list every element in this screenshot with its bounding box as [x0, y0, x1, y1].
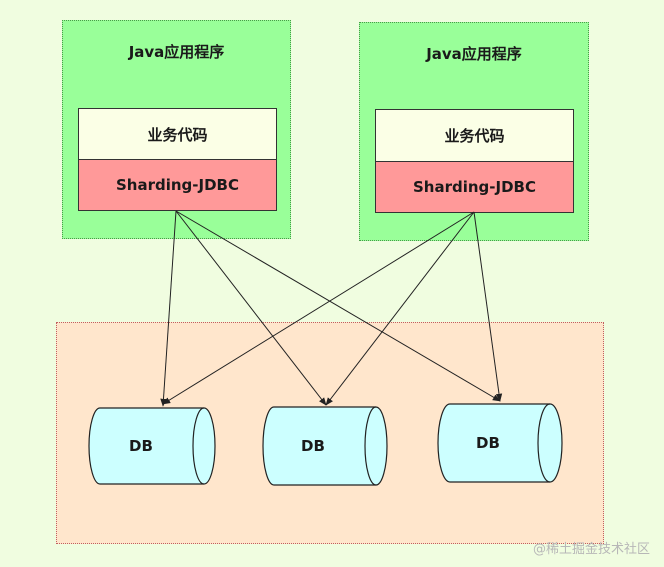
db-label-2: DB	[301, 437, 325, 455]
watermark: @稀土掘金技术社区	[532, 542, 650, 557]
java-app-box-right: Java应用程序 业务代码 Sharding-JDBC	[359, 22, 589, 241]
arrow-left-to-db2	[175, 210, 327, 406]
db-cylinder-3	[437, 403, 563, 483]
arrow-left-to-db1	[160, 210, 177, 407]
arrow-right-to-db2	[325, 211, 475, 406]
java-app-title-left: Java应用程序	[128, 43, 225, 61]
db-label-3: DB	[476, 434, 500, 452]
sharding-jdbc-box-right: Sharding-JDBC	[375, 161, 574, 213]
db-label-1: DB	[129, 437, 153, 455]
arrow-left-to-db3	[175, 210, 501, 402]
java-app-box-left: Java应用程序 业务代码 Sharding-JDBC	[62, 20, 291, 239]
arrow-right-to-db1	[162, 211, 475, 405]
arrow-right-to-db3	[473, 211, 503, 402]
db-cylinder-2	[262, 406, 388, 486]
sharding-jdbc-box-left: Sharding-JDBC	[78, 159, 277, 211]
java-app-title-right: Java应用程序	[426, 45, 522, 63]
business-code-box-right: 业务代码	[375, 109, 574, 162]
db-cylinder-1	[88, 407, 216, 485]
